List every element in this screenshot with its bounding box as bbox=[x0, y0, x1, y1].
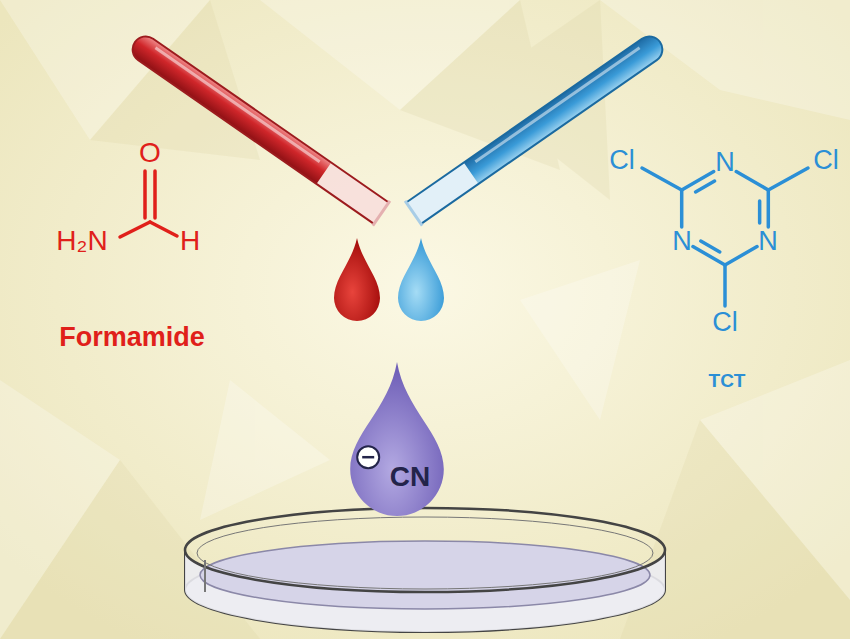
tct-bonds bbox=[642, 168, 808, 306]
cyanide-drop: CN bbox=[345, 358, 449, 522]
compound-name: TCT bbox=[709, 371, 746, 390]
atom-label: H₂N bbox=[56, 227, 107, 255]
atom-label: N bbox=[758, 228, 778, 255]
charge-symbol bbox=[357, 446, 379, 468]
test-tube-red bbox=[126, 30, 389, 226]
atom-label: O bbox=[139, 139, 161, 167]
atom-label: N bbox=[715, 149, 735, 176]
red-drop bbox=[334, 238, 380, 321]
test-tube-blue bbox=[405, 30, 668, 226]
petri-dish bbox=[185, 508, 665, 632]
compound-name: Formamide bbox=[59, 324, 205, 351]
ion-formula: CN bbox=[390, 463, 430, 491]
formamide-bonds bbox=[120, 171, 177, 237]
atom-label: Cl bbox=[712, 309, 738, 336]
atom-label: Cl bbox=[813, 147, 839, 174]
atom-label: N bbox=[672, 228, 692, 255]
drop-shape bbox=[345, 358, 449, 522]
atom-label: H bbox=[180, 227, 200, 255]
blue-drop bbox=[398, 238, 444, 321]
atom-label: Cl bbox=[609, 147, 635, 174]
